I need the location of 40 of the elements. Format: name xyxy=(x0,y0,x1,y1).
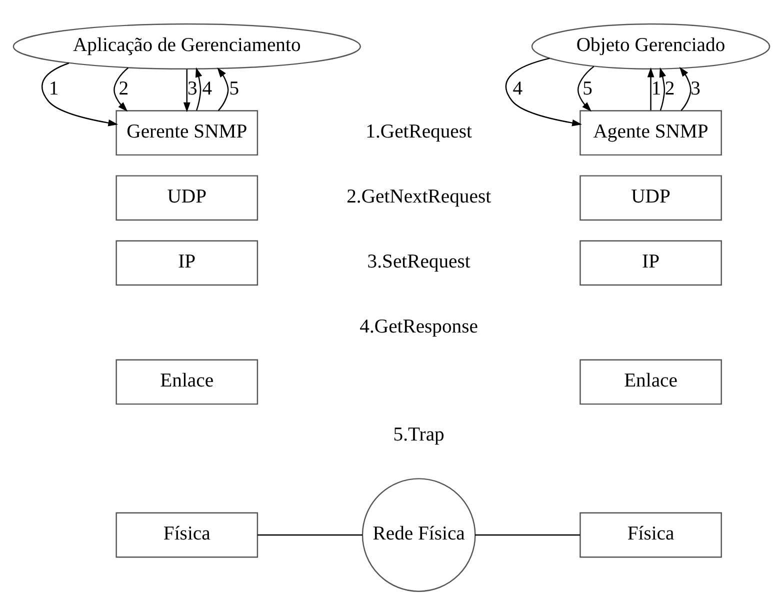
connector xyxy=(475,534,580,536)
edge-label: 1 xyxy=(48,78,59,100)
node-box: Agente SNMP xyxy=(580,110,722,156)
connector xyxy=(258,534,362,536)
edge-label: 4 xyxy=(202,78,212,100)
arrow xyxy=(183,69,190,112)
node-ellipse: Aplicação de Gerenciamento xyxy=(12,23,361,70)
node-box: Física xyxy=(116,512,258,558)
arrow xyxy=(679,66,692,111)
node-box: UDP xyxy=(580,175,722,221)
edge-label: 5 xyxy=(582,78,592,100)
arrow xyxy=(195,67,202,111)
node-box: IP xyxy=(580,240,722,286)
node-box: IP xyxy=(116,240,258,286)
node-box: Enlace xyxy=(116,359,258,405)
node-box: Gerente SNMP xyxy=(116,110,258,156)
node-circle: Rede Física xyxy=(362,478,476,592)
label: 5.Trap xyxy=(393,424,444,446)
edge-label: 5 xyxy=(229,78,240,100)
edge-label: 3 xyxy=(690,78,700,100)
edge-label: 1 xyxy=(651,78,662,100)
edge-label: 2 xyxy=(118,78,129,100)
arrow xyxy=(114,67,129,112)
arrow xyxy=(659,67,666,111)
node-box: UDP xyxy=(116,175,258,221)
arrow xyxy=(577,66,594,112)
edge-label: 4 xyxy=(512,78,523,100)
edge-label: 3 xyxy=(188,78,198,100)
label: 1.GetRequest xyxy=(366,122,472,143)
label: 3.SetRequest xyxy=(367,252,470,273)
arrow xyxy=(42,62,118,126)
node-box: Enlace xyxy=(580,359,722,405)
arrow xyxy=(505,58,582,126)
label: 2.GetNextRequest xyxy=(346,186,492,208)
edge-label: 2 xyxy=(664,78,675,100)
node-ellipse: Objeto Gerenciado xyxy=(531,23,770,70)
arrow xyxy=(217,68,229,112)
arrow xyxy=(647,67,654,110)
node-box: Física xyxy=(580,512,722,558)
label: 4.GetResponse xyxy=(360,316,478,338)
